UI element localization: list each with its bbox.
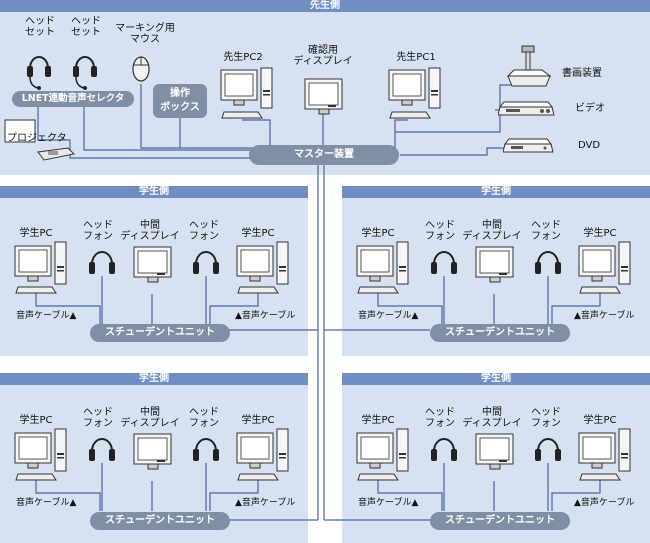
audio-cable-label: 音声ケーブル▲ bbox=[358, 311, 419, 321]
audio-cable-label: 音声ケーブル▲ bbox=[16, 311, 77, 321]
headphones-icon bbox=[193, 438, 219, 461]
headphones-icon bbox=[535, 438, 561, 461]
student-panel-devices bbox=[356, 241, 631, 324]
student-panel-title: 学生側 bbox=[342, 186, 650, 198]
document-camera-label: 書画装置 bbox=[562, 68, 602, 79]
headphone-label: ヘッド フォン bbox=[425, 220, 455, 242]
student-wires bbox=[377, 463, 601, 511]
pc-icon bbox=[14, 428, 67, 481]
headphone-label: ヘッド フォン bbox=[189, 407, 219, 429]
mouse-icon bbox=[132, 56, 150, 82]
student-pc-label: 学生PC bbox=[241, 415, 275, 426]
student-unit: スチューデントユニット bbox=[90, 324, 230, 342]
audio-cable-label: ▲音声ケーブル bbox=[574, 311, 635, 321]
student-pc-label: 学生PC bbox=[583, 228, 617, 239]
headphone-label: ヘッド フォン bbox=[83, 220, 113, 242]
headphones-icon bbox=[193, 251, 219, 274]
student-pc-label: 学生PC bbox=[241, 228, 275, 239]
student-pc-label: 学生PC bbox=[361, 415, 395, 426]
teacher-pc1-label: 先生PC1 bbox=[396, 52, 436, 63]
headset-icon bbox=[27, 56, 51, 90]
monitor-icon bbox=[304, 78, 343, 115]
student-panel-title: 学生側 bbox=[0, 373, 308, 385]
headset-icon bbox=[73, 56, 97, 90]
control-box: 操作 ボックス bbox=[153, 84, 207, 118]
monitor-icon bbox=[133, 246, 172, 283]
mid-display-label: 中間 ディスプレイ bbox=[120, 220, 180, 242]
headphone-label: ヘッド フォン bbox=[531, 407, 561, 429]
headphones-icon bbox=[89, 251, 115, 274]
projector-label: プロジェクタ bbox=[7, 133, 67, 144]
student-panel-devices bbox=[14, 241, 289, 324]
audio-cable-label: ▲音声ケーブル bbox=[235, 498, 296, 508]
headphone-label: ヘッド フォン bbox=[425, 407, 455, 429]
audio-cable-label: 音声ケーブル▲ bbox=[358, 498, 419, 508]
student-panel-devices bbox=[14, 428, 289, 511]
audio-cable-label: ▲音声ケーブル bbox=[574, 498, 635, 508]
student-wires bbox=[377, 276, 601, 324]
headphones-icon bbox=[431, 438, 457, 461]
student-panel-devices bbox=[356, 428, 631, 511]
dvd-label: DVD bbox=[578, 140, 601, 151]
pc-icon bbox=[14, 241, 67, 294]
monitor-icon bbox=[475, 246, 514, 283]
headphones-icon bbox=[431, 251, 457, 274]
video-deck-icon bbox=[498, 101, 555, 116]
monitor-icon bbox=[475, 433, 514, 470]
teacher-pc2-label: 先生PC2 bbox=[223, 52, 263, 63]
student-pc-label: 学生PC bbox=[583, 415, 617, 426]
audio-cable-label: ▲音声ケーブル bbox=[235, 311, 296, 321]
pc-icon bbox=[388, 67, 441, 119]
student-panel-title: 学生側 bbox=[342, 373, 650, 385]
lnet-selector: LNET連動音声セレクタ bbox=[12, 91, 134, 107]
student-pc-label: 学生PC bbox=[19, 415, 53, 426]
projector-icon bbox=[4, 119, 76, 161]
pc-icon bbox=[236, 428, 289, 481]
pc-icon bbox=[220, 67, 273, 119]
audio-cable-label: 音声ケーブル▲ bbox=[16, 498, 77, 508]
document-camera-icon bbox=[506, 45, 552, 87]
headphone-label: ヘッド フォン bbox=[531, 220, 561, 242]
pc-icon bbox=[356, 428, 409, 481]
headphones-icon bbox=[89, 438, 115, 461]
mid-display-label: 中間 ディスプレイ bbox=[120, 407, 180, 429]
marking-mouse-label: マーキング用 マウス bbox=[115, 23, 175, 45]
dvd-player-icon bbox=[503, 138, 554, 153]
pc-icon bbox=[236, 241, 289, 294]
headset-label: ヘッド セット bbox=[71, 16, 101, 38]
pc-icon bbox=[578, 428, 631, 481]
teacher-panel-title: 先生側 bbox=[0, 0, 650, 12]
student-unit: スチューデントユニット bbox=[430, 512, 570, 530]
headphone-label: ヘッド フォン bbox=[83, 407, 113, 429]
mid-display-label: 中間 ディスプレイ bbox=[462, 220, 522, 242]
student-pc-label: 学生PC bbox=[361, 228, 395, 239]
pc-icon bbox=[578, 241, 631, 294]
confirm-display-label: 確認用 ディスプレイ bbox=[293, 45, 353, 67]
video-label: ビデオ bbox=[575, 103, 605, 114]
headphones-icon bbox=[535, 251, 561, 274]
student-pc-label: 学生PC bbox=[19, 228, 53, 239]
student-panel-title: 学生側 bbox=[0, 186, 308, 198]
student-unit: スチューデントユニット bbox=[90, 512, 230, 530]
mid-display-label: 中間 ディスプレイ bbox=[462, 407, 522, 429]
student-wires bbox=[35, 463, 259, 511]
student-wires bbox=[35, 276, 259, 324]
pc-icon bbox=[356, 241, 409, 294]
monitor-icon bbox=[133, 433, 172, 470]
headphone-label: ヘッド フォン bbox=[189, 220, 219, 242]
master-unit: マスター装置 bbox=[249, 145, 399, 165]
student-unit: スチューデントユニット bbox=[430, 324, 570, 342]
headset-label: ヘッド セット bbox=[25, 16, 55, 38]
